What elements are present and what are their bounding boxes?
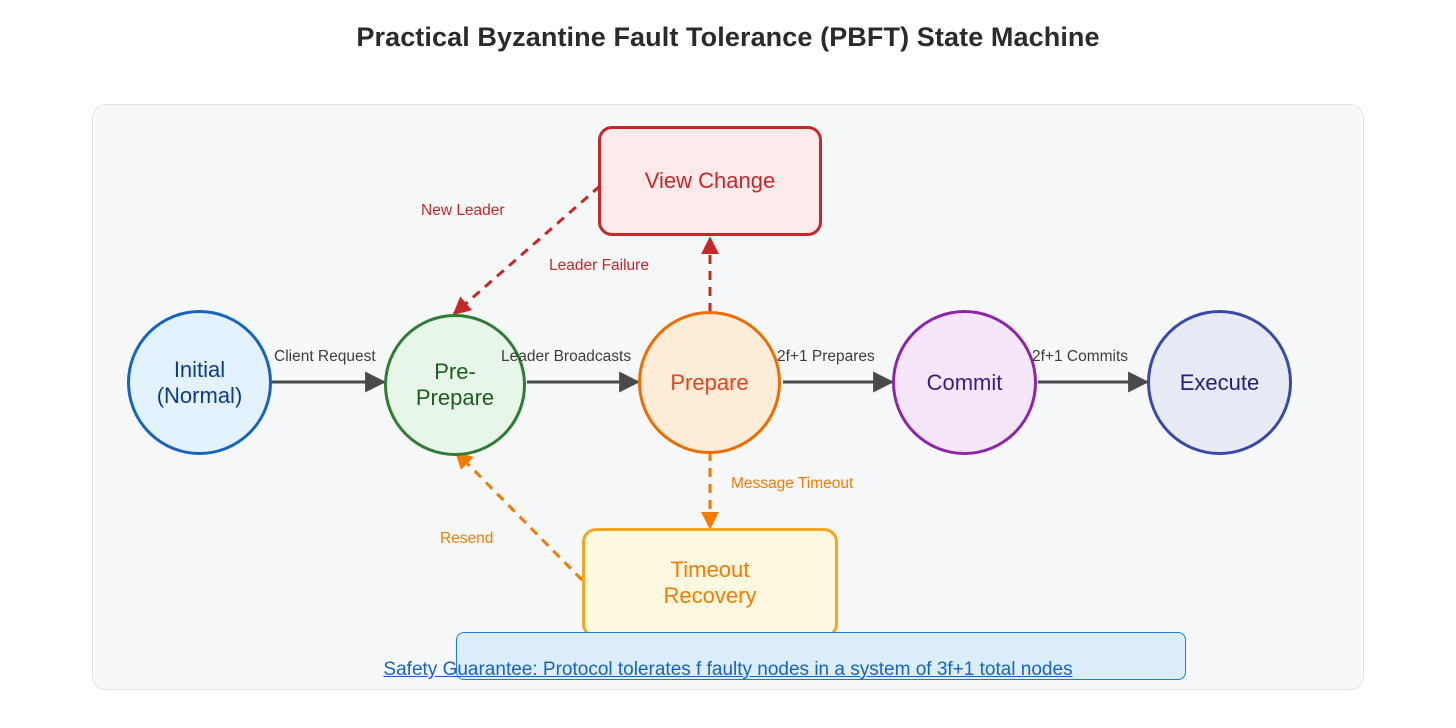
edge-label-2f1-commits: 2f+1 Commits	[1032, 348, 1129, 365]
node-commit[interactable]: Commit	[892, 310, 1037, 455]
node-timeout-recovery-line2: Recovery	[663, 583, 757, 608]
node-execute-label: Execute	[1179, 369, 1260, 395]
edge-label-message-timeout: Message Timeout	[731, 475, 854, 492]
node-preprepare[interactable]: Pre- Prepare	[384, 314, 526, 456]
node-timeout-recovery-line1: Timeout	[670, 557, 750, 583]
node-preprepare-line2: Prepare	[415, 385, 495, 410]
node-initial-line2: (Normal)	[156, 382, 243, 408]
node-view-change-label: View Change	[644, 168, 776, 194]
edge-label-2f1-prepares: 2f+1 Prepares	[777, 348, 875, 365]
node-preprepare-line1: Pre-	[434, 359, 476, 385]
node-prepare[interactable]: Prepare	[638, 311, 781, 454]
edge-label-new-leader: New Leader	[421, 202, 505, 219]
node-prepare-label: Prepare	[670, 369, 749, 395]
node-commit-label: Commit	[926, 369, 1003, 395]
node-initial[interactable]: Initial (Normal)	[127, 310, 272, 455]
node-view-change[interactable]: View Change	[598, 126, 822, 236]
node-timeout-recovery[interactable]: Timeout Recovery	[582, 528, 838, 638]
node-execute[interactable]: Execute	[1147, 310, 1292, 455]
edge-label-leader-broadcasts: Leader Broadcasts	[501, 348, 632, 365]
edge-label-client-request: Client Request	[274, 348, 376, 365]
edge-label-leader-failure: Leader Failure	[549, 257, 649, 274]
safety-note-text: Safety Guarantee: Protocol tolerates f f…	[383, 659, 1073, 680]
page-title: Practical Byzantine Fault Tolerance (PBF…	[356, 22, 1100, 52]
safety-note-box	[456, 632, 1186, 680]
node-initial-line1: Initial	[173, 356, 226, 382]
edge-label-resend: Resend	[440, 530, 494, 547]
